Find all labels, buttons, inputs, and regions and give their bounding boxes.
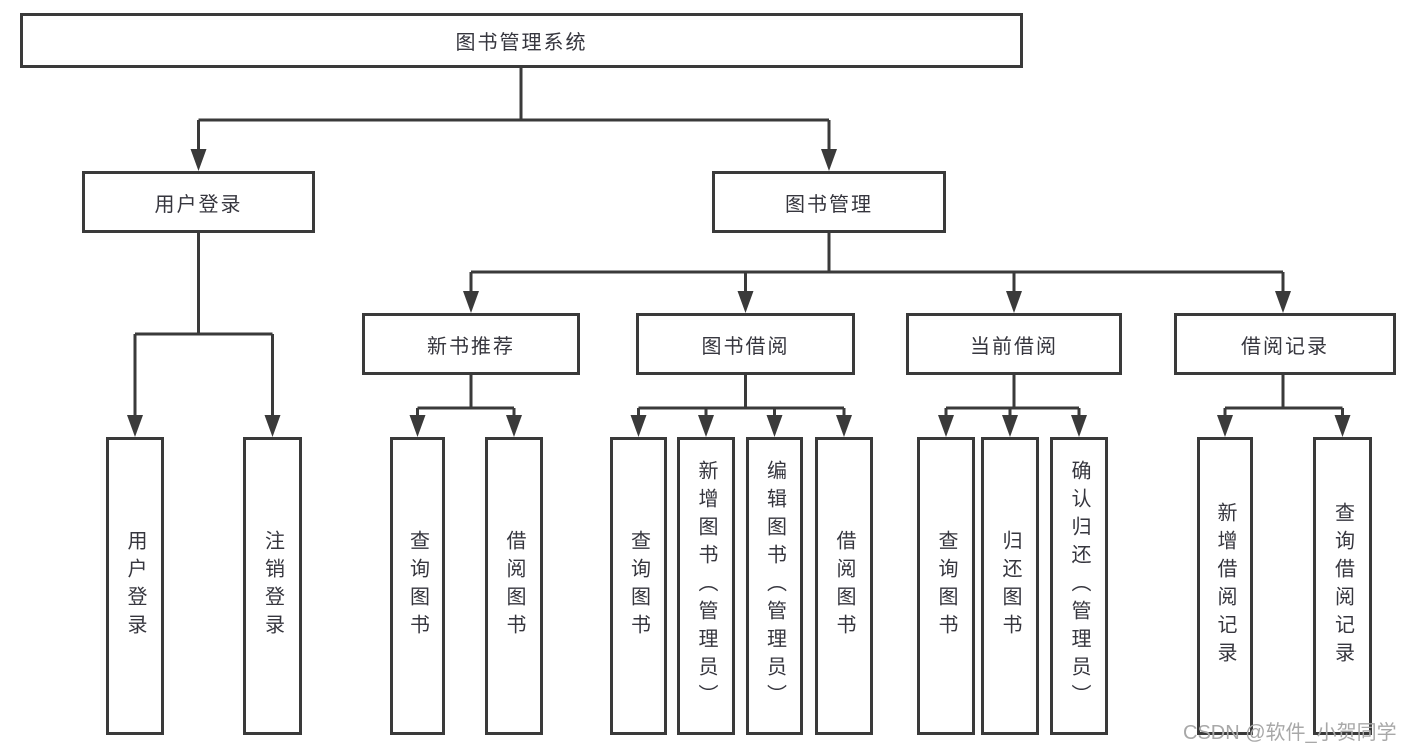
node-label: 归还图书 xyxy=(999,530,1021,642)
arrow-icon xyxy=(463,291,479,313)
arrow-icon xyxy=(127,415,143,437)
connector-lines xyxy=(133,68,1344,420)
node-label: 新增借阅记录 xyxy=(1214,502,1236,670)
node-label: 查询图书 xyxy=(406,530,429,642)
arrow-icon xyxy=(506,415,522,437)
node-library-management-system: 图书管理系统 xyxy=(20,13,1023,68)
node-label: 图书管理 xyxy=(785,193,873,216)
leaf-borrow-books-2: 借阅图书 xyxy=(815,437,873,735)
node-label: 图书管理系统 xyxy=(455,32,588,54)
node-new-book-recommend: 新书推荐 xyxy=(362,313,580,375)
arrow-icon xyxy=(409,415,426,437)
node-label: 用户登录 xyxy=(124,530,146,642)
leaf-borrow-books-1: 借阅图书 xyxy=(485,437,543,735)
arrow-icon xyxy=(1217,415,1233,437)
node-label: 注销登录 xyxy=(261,530,284,642)
arrow-icon xyxy=(630,415,647,437)
leaf-return-books: 归还图书 xyxy=(981,437,1039,735)
node-borrowing-records: 借阅记录 xyxy=(1174,313,1396,375)
leaf-add-books-admin: 新增图书（管理员） xyxy=(677,437,735,735)
node-label: 当前借阅 xyxy=(970,335,1058,358)
arrow-icon xyxy=(1002,415,1018,437)
arrowheads xyxy=(127,149,1351,437)
leaf-query-books-3: 查询图书 xyxy=(917,437,975,735)
node-current-borrowing: 当前借阅 xyxy=(906,313,1122,375)
arrow-icon xyxy=(1334,415,1351,437)
arrow-icon xyxy=(1006,291,1022,313)
node-label: 新书推荐 xyxy=(427,335,515,358)
node-label: 确认归还（管理员） xyxy=(1068,460,1090,712)
arrow-icon xyxy=(190,149,207,171)
node-label: 借阅记录 xyxy=(1241,335,1329,358)
leaf-confirm-return-admin: 确认归还（管理员） xyxy=(1050,437,1108,735)
node-user-login-branch: 用户登录 xyxy=(82,171,315,233)
leaf-add-borrow-record: 新增借阅记录 xyxy=(1197,437,1253,735)
arrow-icon xyxy=(821,149,837,171)
arrow-icon xyxy=(836,415,852,437)
node-label: 新增图书（管理员） xyxy=(695,460,717,712)
arrow-icon xyxy=(698,415,714,437)
node-label: 查询借阅记录 xyxy=(1331,502,1354,670)
leaf-edit-books-admin: 编辑图书（管理员） xyxy=(746,437,803,735)
node-label: 编辑图书（管理员） xyxy=(763,460,786,712)
node-label: 查询图书 xyxy=(935,530,957,642)
arrow-icon xyxy=(766,415,783,437)
node-label: 查询图书 xyxy=(627,530,650,642)
leaf-user-login: 用户登录 xyxy=(106,437,164,735)
node-label: 借阅图书 xyxy=(503,530,525,642)
leaf-logout: 注销登录 xyxy=(243,437,302,735)
node-label: 图书借阅 xyxy=(701,335,790,358)
node-book-management: 图书管理 xyxy=(712,171,946,233)
arrow-icon xyxy=(264,415,281,437)
arrow-icon xyxy=(737,291,754,313)
node-book-borrowing: 图书借阅 xyxy=(636,313,855,375)
leaf-query-borrow-record: 查询借阅记录 xyxy=(1313,437,1372,735)
csdn-watermark: CSDN @软件_小贺同学 xyxy=(1183,722,1397,744)
leaf-query-books-2: 查询图书 xyxy=(610,437,667,735)
arrow-icon xyxy=(938,415,954,437)
node-label: 用户登录 xyxy=(154,193,243,216)
arrow-icon xyxy=(1071,415,1087,437)
leaf-query-books-1: 查询图书 xyxy=(390,437,445,735)
node-label: 借阅图书 xyxy=(833,530,855,642)
arrow-icon xyxy=(1275,291,1291,313)
